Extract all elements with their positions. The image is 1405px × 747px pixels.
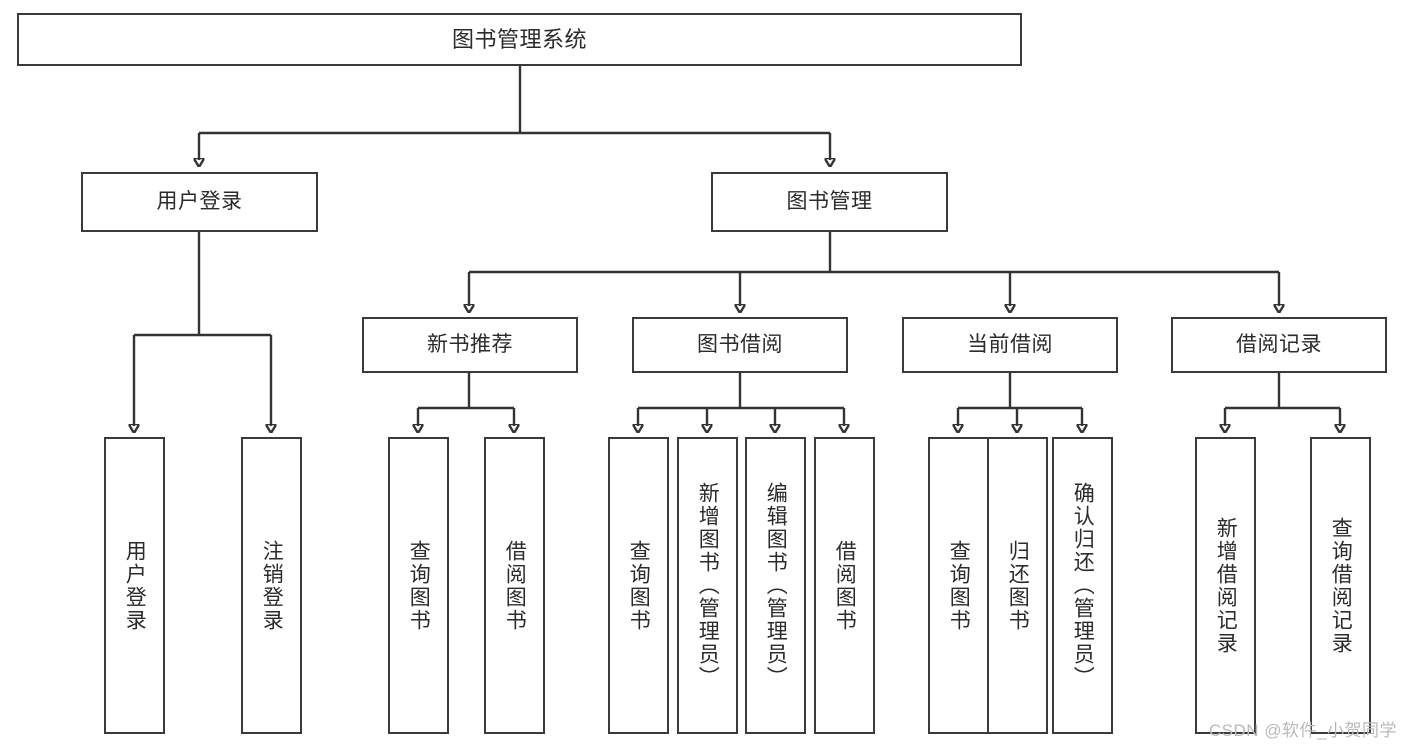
node-leaf-query-book-2[interactable]: 查询图书 xyxy=(608,437,669,734)
node-leaf-confirm-return[interactable]: 确认归还（管理员） xyxy=(1052,437,1113,734)
node-user-login[interactable]: 用户登录 xyxy=(81,172,318,232)
node-leaf-borrow-book-2[interactable]: 借阅图书 xyxy=(814,437,875,734)
node-leaf-query-book-1-label: 查询图书 xyxy=(407,539,431,632)
node-leaf-return-book[interactable]: 归还图书 xyxy=(987,437,1048,734)
node-new-book-rec-label: 新书推荐 xyxy=(427,332,513,356)
node-leaf-borrow-book-1-label: 借阅图书 xyxy=(503,539,527,632)
node-leaf-query-book-1[interactable]: 查询图书 xyxy=(388,437,449,734)
node-root[interactable]: 图书管理系统 xyxy=(17,13,1022,66)
node-leaf-user-login-label: 用户登录 xyxy=(123,539,147,632)
node-book-manage[interactable]: 图书管理 xyxy=(711,172,948,232)
node-leaf-confirm-return-label: 确认归还（管理员） xyxy=(1071,482,1095,689)
node-leaf-logout-label: 注销登录 xyxy=(260,539,284,632)
node-leaf-query-book-3[interactable]: 查询图书 xyxy=(928,437,989,734)
node-book-borrow[interactable]: 图书借阅 xyxy=(632,317,848,373)
node-leaf-query-book-3-label: 查询图书 xyxy=(947,539,971,632)
node-leaf-edit-book[interactable]: 编辑图书（管理员） xyxy=(745,437,806,734)
node-current-borrow-label: 当前借阅 xyxy=(967,332,1053,356)
node-leaf-add-record-label: 新增借阅记录 xyxy=(1214,516,1238,655)
node-leaf-user-login[interactable]: 用户登录 xyxy=(104,437,165,734)
node-leaf-add-book-label: 新增图书（管理员） xyxy=(696,482,720,689)
node-book-manage-label: 图书管理 xyxy=(786,189,873,213)
node-leaf-query-record-label: 查询借阅记录 xyxy=(1329,516,1353,655)
node-leaf-borrow-book-2-label: 借阅图书 xyxy=(833,539,857,632)
node-leaf-return-book-label: 归还图书 xyxy=(1006,539,1030,632)
node-borrow-record[interactable]: 借阅记录 xyxy=(1171,317,1387,373)
node-book-borrow-label: 图书借阅 xyxy=(697,332,783,356)
node-leaf-logout[interactable]: 注销登录 xyxy=(241,437,302,734)
node-leaf-borrow-book-1[interactable]: 借阅图书 xyxy=(484,437,545,734)
node-user-login-label: 用户登录 xyxy=(156,189,243,213)
node-leaf-query-record[interactable]: 查询借阅记录 xyxy=(1310,437,1371,734)
node-root-label: 图书管理系统 xyxy=(451,26,587,52)
node-leaf-add-book[interactable]: 新增图书（管理员） xyxy=(677,437,738,734)
node-leaf-edit-book-label: 编辑图书（管理员） xyxy=(764,482,788,689)
node-leaf-add-record[interactable]: 新增借阅记录 xyxy=(1195,437,1256,734)
node-current-borrow[interactable]: 当前借阅 xyxy=(902,317,1118,373)
node-leaf-query-book-2-label: 查询图书 xyxy=(627,539,651,632)
node-new-book-rec[interactable]: 新书推荐 xyxy=(362,317,578,373)
node-borrow-record-label: 借阅记录 xyxy=(1236,332,1322,356)
